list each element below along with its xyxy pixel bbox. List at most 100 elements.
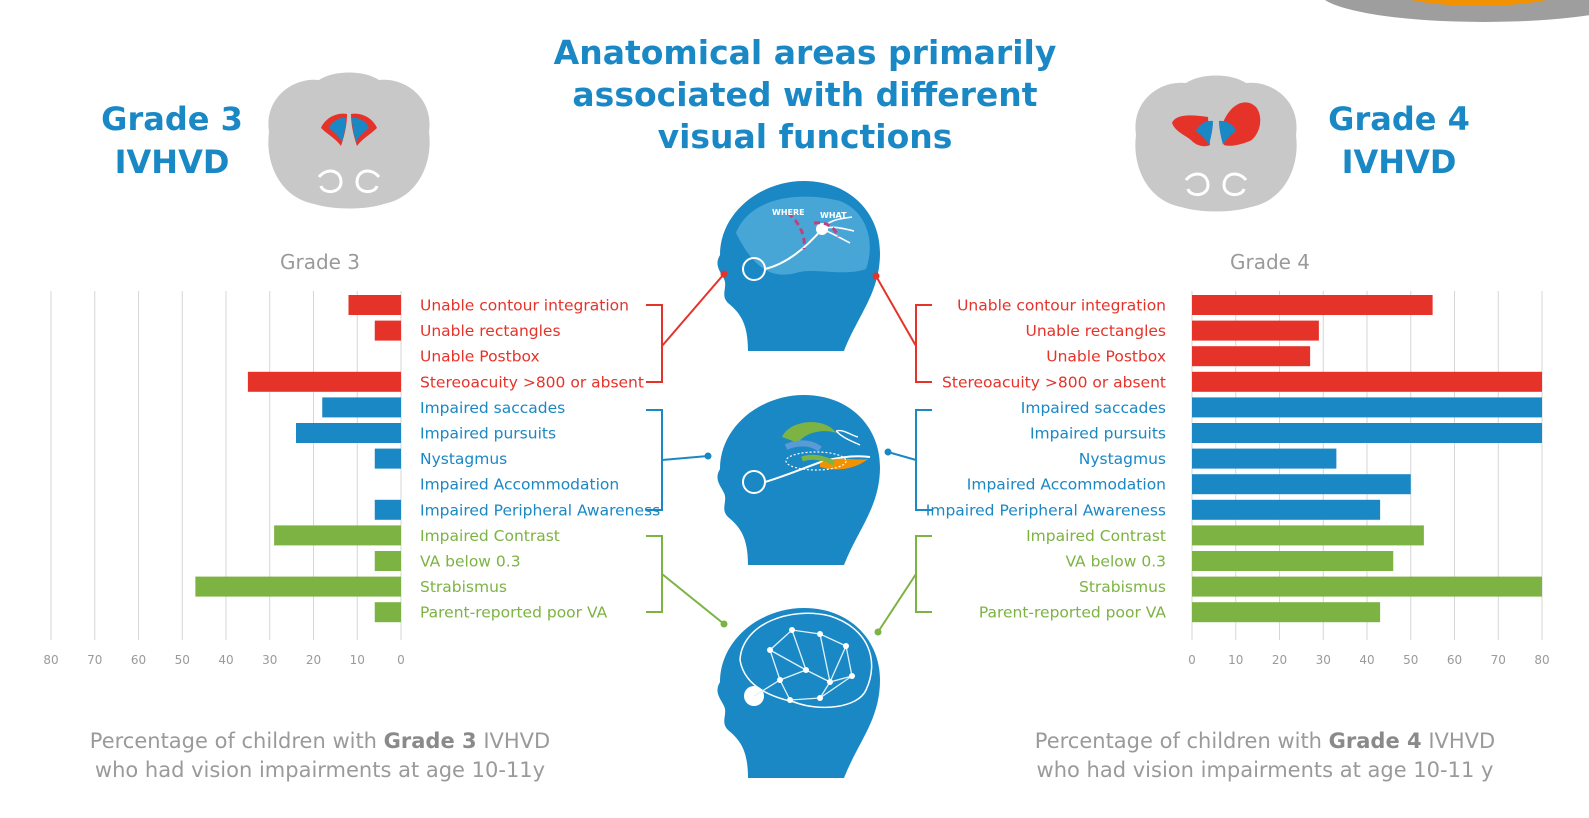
- grade3-caption-line2: who had vision impairments at age 10-11y: [94, 758, 546, 782]
- grade3-heading: Grade 3 IVHVD: [72, 98, 272, 184]
- grade4-chart-title: Grade 4: [1229, 250, 1311, 274]
- grade3-bar: [274, 525, 401, 546]
- corner-decoration-accent: [1389, 0, 1569, 6]
- grade3-tick-label: 60: [131, 653, 146, 667]
- grade3-category-label: Parent-reported poor VA: [420, 604, 608, 622]
- grade4-bar: [1192, 499, 1381, 520]
- grade3-category-label: Strabismus: [420, 578, 507, 596]
- grade4-category-label: Stereoacuity >800 or absent: [942, 373, 1166, 391]
- grade3-chart-title: Grade 3: [279, 250, 361, 274]
- title-line-2: associated with different: [572, 75, 1038, 114]
- brain-coronal-grade4-icon: [1135, 75, 1297, 212]
- grade4-caption-line2: who had vision impairments at age 10-11 …: [1036, 758, 1494, 782]
- grade3-bar: [247, 371, 401, 392]
- grade4-bar: [1192, 295, 1433, 315]
- right-connectors: [872, 272, 932, 636]
- grade4-bar: [1192, 551, 1394, 571]
- grade3-bar: [374, 551, 401, 571]
- grade4-bar: [1192, 602, 1381, 623]
- grade4-bar: [1192, 371, 1542, 392]
- grade3-heading-line1: Grade 3: [101, 100, 243, 138]
- grade3-category-label: Stereoacuity >800 or absent: [420, 373, 644, 391]
- grade3-bar: [348, 295, 401, 315]
- left-connectors: [646, 270, 728, 628]
- title-line-1: Anatomical areas primarily: [553, 33, 1057, 72]
- grade3-tick-label: 30: [262, 653, 277, 667]
- grade4-tick-label: 80: [1534, 653, 1549, 667]
- brain-coronal-grade3-icon: [268, 72, 430, 209]
- grade3-category-label: Impaired pursuits: [420, 425, 556, 443]
- grade4-bar: [1192, 320, 1319, 341]
- grade3-tick-label: 40: [218, 653, 233, 667]
- grade3-tick-label: 20: [306, 653, 321, 667]
- grade4-category-label: VA below 0.3: [1065, 553, 1166, 571]
- title-line-3: visual functions: [657, 117, 953, 156]
- grade4-tick-label: 10: [1228, 653, 1243, 667]
- grade4-bar: [1192, 448, 1337, 469]
- page-title: Anatomical areas primarily associated wi…: [545, 32, 1065, 158]
- grade4-category-label: Parent-reported poor VA: [979, 604, 1167, 622]
- grade4-tick-label: 50: [1403, 653, 1418, 667]
- grade3-bar: [374, 499, 401, 520]
- grade4-caption: Percentage of children with Grade 4 IVHV…: [1005, 727, 1525, 785]
- grade3-tick-label: 10: [350, 653, 365, 667]
- what-label: WHAT: [820, 211, 847, 220]
- grade4-tick-label: 0: [1188, 653, 1196, 667]
- grade4-tick-label: 20: [1272, 653, 1287, 667]
- grade4-category-label: Unable rectangles: [1025, 322, 1166, 340]
- grade3-heading-line2: IVHVD: [114, 143, 230, 181]
- child-head-subcortical-icon: [717, 395, 880, 565]
- grade4-bar: [1192, 474, 1411, 495]
- grade3-bar: [322, 397, 401, 418]
- grade3-caption-pre: Percentage of children with: [89, 729, 384, 753]
- grade3-tick-label: 0: [397, 653, 405, 667]
- grade3-category-label: Impaired Contrast: [420, 527, 560, 545]
- grade4-tick-label: 70: [1491, 653, 1506, 667]
- grade4-category-label: Nystagmus: [1079, 450, 1166, 468]
- grade3-category-label: Unable Postbox: [420, 348, 540, 366]
- grade3-category-label: Impaired saccades: [420, 399, 565, 417]
- grade3-caption-bold: Grade 3: [383, 729, 477, 753]
- grade3-tick-label: 80: [43, 653, 58, 667]
- grade3-bar: [374, 448, 401, 469]
- grade4-category-label: Impaired saccades: [1021, 399, 1166, 417]
- grade4-heading: Grade 4 IVHVD: [1299, 98, 1499, 184]
- grade3-tick-label: 70: [87, 653, 102, 667]
- grade4-caption-bold: Grade 4: [1328, 729, 1422, 753]
- grade4-heading-line1: Grade 4: [1328, 100, 1470, 138]
- grade3-bar: [374, 320, 401, 341]
- grade3-category-label: Impaired Peripheral Awareness: [420, 501, 660, 519]
- grade4-category-label: Impaired Peripheral Awareness: [926, 501, 1166, 519]
- grade4-bar: [1192, 423, 1542, 443]
- grade4-category-label: Impaired Accommodation: [967, 476, 1166, 494]
- grade3-category-label: VA below 0.3: [420, 553, 521, 571]
- grade4-tick-label: 60: [1447, 653, 1462, 667]
- grade4-heading-line2: IVHVD: [1341, 143, 1457, 181]
- grade3-category-label: Unable rectangles: [420, 322, 561, 340]
- grade4-caption-post: IVHVD: [1421, 729, 1496, 753]
- grade4-bar: [1192, 525, 1424, 546]
- child-head-cortex-icon: WHERE WHAT: [717, 181, 880, 351]
- grade3-caption: Percentage of children with Grade 3 IVHV…: [60, 727, 580, 785]
- grade4-category-label: Unable Postbox: [1046, 348, 1166, 366]
- grade4-category-label: Strabismus: [1079, 578, 1166, 596]
- where-label: WHERE: [772, 208, 805, 217]
- grade3-category-label: Nystagmus: [420, 450, 507, 468]
- grade4-category-label: Unable contour integration: [957, 297, 1166, 315]
- grade4-bar: [1192, 397, 1542, 418]
- grade4-tick-label: 30: [1316, 653, 1331, 667]
- grade4-bar: [1192, 346, 1311, 367]
- grade4-bar: [1192, 576, 1542, 597]
- grade3-caption-post: IVHVD: [476, 729, 551, 753]
- grade3-bar: [195, 576, 401, 597]
- child-head-network-icon: [717, 608, 880, 778]
- grade4-category-label: Impaired pursuits: [1030, 425, 1166, 443]
- grade3-category-label: Impaired Accommodation: [420, 476, 619, 494]
- grade3-bar: [374, 602, 401, 623]
- grade3-tick-label: 50: [175, 653, 190, 667]
- grade3-bar: [296, 423, 401, 443]
- grade3-category-label: Unable contour integration: [420, 297, 629, 315]
